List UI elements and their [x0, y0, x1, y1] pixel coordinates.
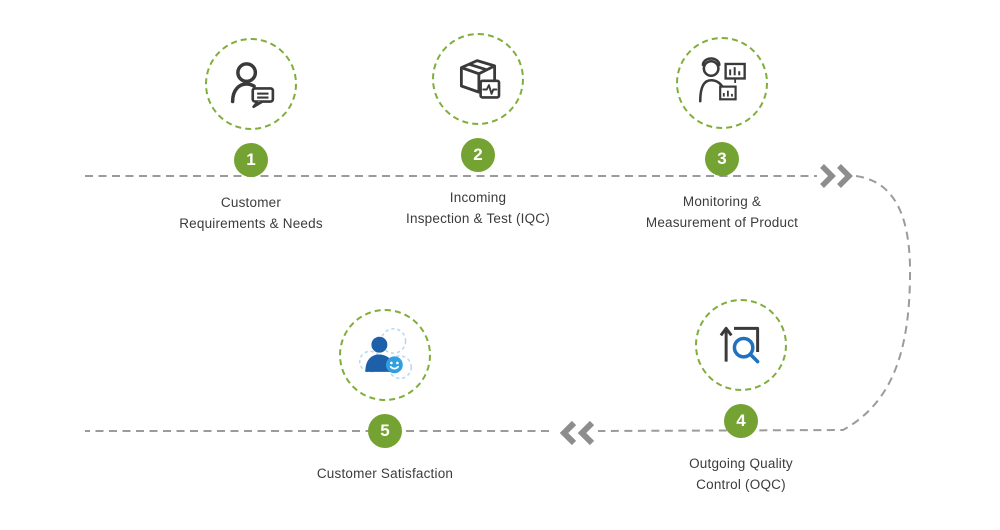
customer-needs-icon — [230, 62, 275, 109]
step-5-label: Customer Satisfaction — [317, 464, 453, 485]
step-5-label-line-1: Customer Satisfaction — [316, 466, 454, 481]
step-2-icon-circle — [432, 33, 524, 125]
step-2-number-badge: 2 — [461, 138, 495, 172]
step-4-label-line-2: Control (OQC) — [696, 476, 786, 492]
step-1-number-badge: 1 — [234, 143, 268, 177]
step-2-incoming-inspection: 2 Incoming Inspection & Test (IQC) — [358, 33, 598, 230]
outgoing-qc-icon — [719, 326, 760, 364]
step-2-label-line-2: Inspection & Test (IQC) — [406, 210, 550, 226]
step-3-label: Monitoring & Measurement of Product — [646, 192, 798, 234]
step-3-monitoring-measurement: 3 Monitoring & Measurement of Product — [602, 37, 842, 234]
step-4-label-line-1: Outgoing Quality — [689, 456, 793, 471]
step-5-number-badge: 5 — [368, 414, 402, 448]
step-1-label: Customer Requirements & Needs — [179, 193, 323, 235]
step-3-label-line-2: Measurement of Product — [645, 214, 799, 230]
step-4-number-badge: 4 — [724, 404, 758, 438]
monitoring-measurement-icon — [698, 57, 746, 103]
step-1-label-line-1: Customer — [220, 195, 282, 210]
step-3-label-line-1: Monitoring & — [682, 194, 762, 209]
double-chevron-left-icon — [559, 420, 595, 446]
step-2-label: Incoming Inspection & Test (IQC) — [406, 188, 550, 230]
step-1-icon-circle — [205, 38, 297, 130]
double-chevron-right-icon — [820, 164, 853, 188]
step-3-number-badge: 3 — [705, 142, 739, 176]
step-3-icon-circle — [676, 37, 768, 129]
step-5-icon-circle — [339, 309, 431, 401]
step-4-label: Outgoing Quality Control (OQC) — [689, 454, 793, 496]
step-2-label-line-1: Incoming — [449, 190, 507, 205]
step-1-label-line-2: Requirements & Needs — [179, 215, 323, 231]
incoming-inspection-icon — [459, 59, 501, 99]
step-4-outgoing-quality-control: 4 Outgoing Quality Control (OQC) — [621, 299, 861, 496]
customer-satisfaction-icon — [358, 328, 412, 380]
step-5-customer-satisfaction: 5 Customer Satisfaction — [265, 309, 505, 485]
step-4-icon-circle — [695, 299, 787, 391]
step-1-customer-requirements: 1 Customer Requirements & Needs — [131, 38, 371, 235]
